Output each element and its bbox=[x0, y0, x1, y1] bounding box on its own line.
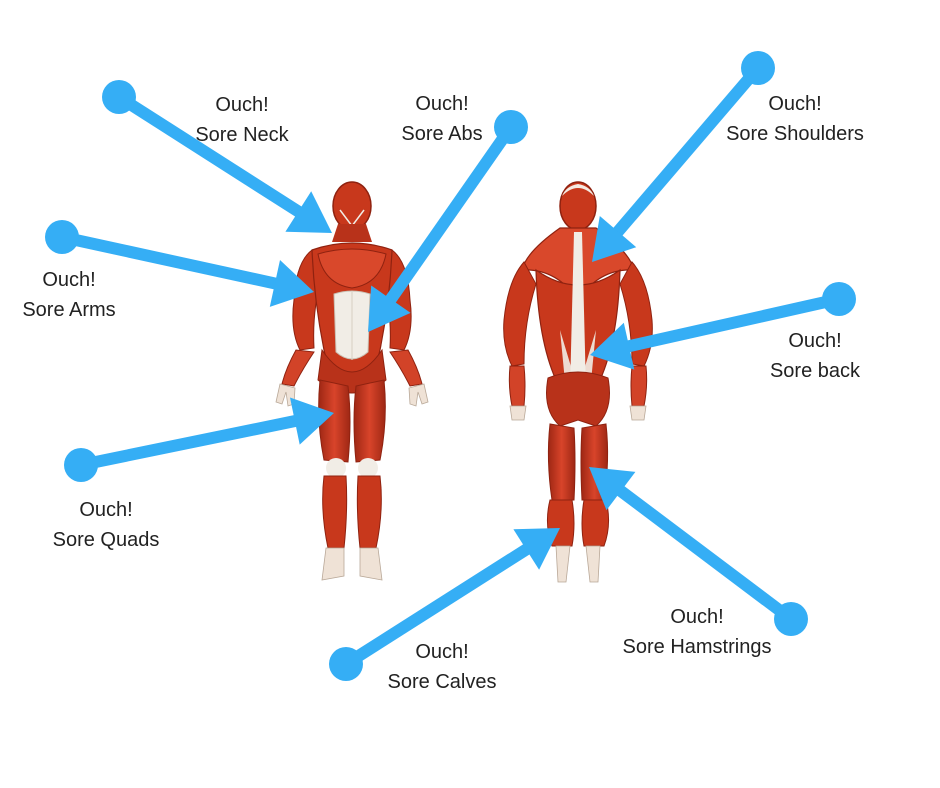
label-sore-back: Ouch! Sore back bbox=[770, 326, 860, 386]
arrow-origin-dot bbox=[741, 51, 775, 85]
arrow-head bbox=[290, 397, 334, 445]
label-line-1: Ouch! bbox=[415, 93, 469, 115]
arrow-head bbox=[269, 260, 314, 307]
label-sore-neck: Ouch! Sore Neck bbox=[195, 90, 288, 150]
arrow-head bbox=[513, 528, 560, 570]
label-sore-calves: Ouch! Sore Calves bbox=[388, 637, 497, 697]
arrow-origin-dot bbox=[494, 110, 528, 144]
label-line-2: Sore back bbox=[769, 360, 861, 382]
arrow-quads bbox=[64, 397, 334, 482]
label-sore-shoulders: Ouch! Sore Shoulders bbox=[726, 89, 864, 149]
label-line-1: Ouch! bbox=[79, 499, 133, 521]
label-line-2: Sore Shoulders bbox=[726, 123, 864, 145]
arrow-origin-dot bbox=[822, 282, 856, 316]
arrow-shaft bbox=[115, 91, 305, 219]
arrow-head bbox=[592, 216, 637, 262]
arrow-origin-dot bbox=[45, 220, 79, 254]
label-line-1: Ouch! bbox=[415, 641, 469, 663]
arrow-shaft bbox=[623, 293, 841, 353]
arrow-back bbox=[590, 282, 856, 370]
label-line-1: Ouch! bbox=[768, 93, 822, 115]
label-line-2: Sore Hamstrings bbox=[622, 636, 772, 658]
annotation-arrows bbox=[45, 51, 856, 681]
arrow-shaft bbox=[60, 231, 281, 291]
arrow-origin-dot bbox=[774, 602, 808, 636]
arrow-head bbox=[590, 322, 635, 370]
label-sore-hamstrings: Ouch! Sore Hamstrings bbox=[623, 602, 772, 662]
arrow-head bbox=[589, 467, 636, 511]
arrow-abs bbox=[368, 110, 528, 332]
arrow-origin-dot bbox=[64, 448, 98, 482]
arrow-head bbox=[285, 191, 332, 233]
arrow-shaft bbox=[79, 414, 300, 471]
arrow-shoulders bbox=[592, 51, 775, 262]
label-line-1: Ouch! bbox=[215, 94, 269, 116]
arrow-shaft bbox=[342, 542, 533, 670]
arrow-shaft bbox=[614, 483, 795, 624]
label-line-2: Sore Abs bbox=[401, 123, 483, 145]
label-line-1: Ouch! bbox=[670, 606, 724, 628]
arrow-neck bbox=[102, 80, 332, 233]
label-line-2: Sore Neck bbox=[195, 124, 289, 146]
arrow-hamstrings bbox=[589, 467, 808, 636]
label-line-2: Sore Calves bbox=[387, 671, 497, 693]
arrow-shaft bbox=[383, 123, 516, 306]
label-sore-arms: Ouch! Sore Arms bbox=[22, 265, 115, 325]
anterior-figure bbox=[275, 181, 429, 581]
arrow-calves bbox=[329, 528, 560, 681]
label-line-1: Ouch! bbox=[788, 330, 842, 352]
label-sore-abs: Ouch! Sore Abs bbox=[401, 89, 482, 149]
label-line-2: Sore Quads bbox=[52, 529, 160, 551]
label-sore-quads: Ouch! Sore Quads bbox=[53, 495, 160, 555]
arrow-origin-dot bbox=[102, 80, 136, 114]
arrow-arms bbox=[45, 220, 314, 307]
label-line-1: Ouch! bbox=[42, 269, 96, 291]
label-line-2: Sore Arms bbox=[22, 299, 116, 321]
arrow-origin-dot bbox=[329, 647, 363, 681]
arrow-shaft bbox=[610, 64, 763, 239]
arrow-head bbox=[368, 285, 411, 332]
